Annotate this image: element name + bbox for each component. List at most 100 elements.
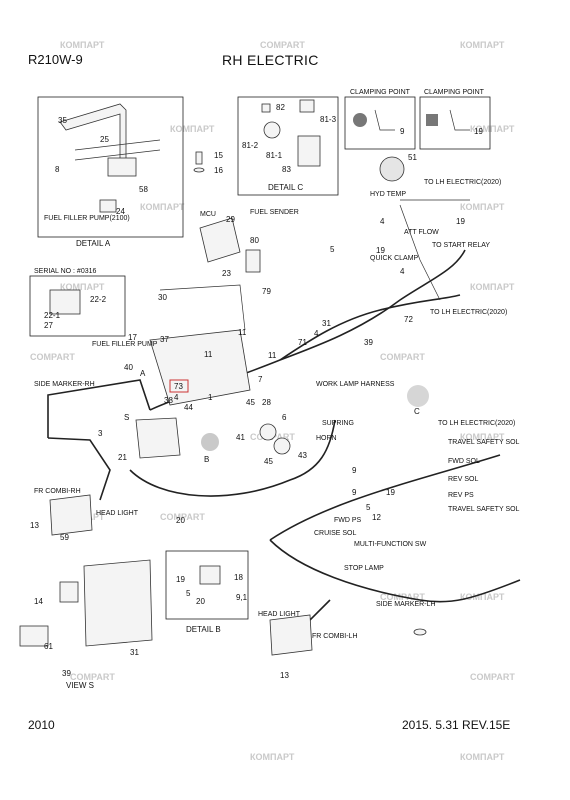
view-s: 14 31 39 61 VIEW S: [19, 559, 153, 690]
svg-text:12: 12: [372, 513, 381, 522]
svg-text:31: 31: [322, 319, 331, 328]
svg-text:13: 13: [30, 521, 39, 530]
svg-text:5: 5: [186, 589, 191, 598]
svg-text:81-2: 81-2: [242, 141, 259, 150]
multi-function-sw-label: MULTI-FUNCTION SW: [354, 541, 427, 548]
svg-text:SIDE MARKER-LH: SIDE MARKER-LH: [376, 601, 436, 608]
svg-text:18: 18: [234, 573, 243, 582]
watermark: COMPART: [380, 352, 425, 362]
svg-text:SIDE MARKER-RH: SIDE MARKER-RH: [34, 381, 95, 388]
svg-text:4: 4: [174, 393, 179, 402]
mcu: MCU 29 80 23 79: [199, 211, 271, 296]
svg-text:45: 45: [264, 457, 273, 466]
svg-text:21: 21: [118, 453, 127, 462]
svg-text:1: 1: [208, 393, 213, 402]
frame-block: 30 11 17 37 40 73 38 4 44 41 1 7 28 6 45…: [124, 284, 373, 460]
svg-text:20: 20: [196, 597, 205, 606]
svg-text:81-3: 81-3: [320, 115, 337, 124]
page-title: RH ELECTRIC: [222, 52, 319, 68]
serial-detail: SERIAL NO : #0316 22-2 22-1 27: [29, 268, 126, 337]
svg-text:ATT FLOW: ATT FLOW: [404, 229, 439, 236]
svg-text:TO LH ELECTRIC(2020): TO LH ELECTRIC(2020): [438, 420, 515, 427]
svg-text:HEAD LIGHT: HEAD LIGHT: [258, 611, 301, 618]
watermark: COMPART: [160, 512, 205, 522]
fuel-filler-pump-label: FUEL FILLER PUMP: [92, 341, 158, 348]
svg-text:59: 59: [60, 533, 69, 542]
watermark: COMPART: [30, 352, 75, 362]
svg-text:MCU: MCU: [200, 211, 216, 218]
svg-text:CLAMPING POINT: CLAMPING POINT: [350, 89, 411, 96]
svg-text:HORN: HORN: [316, 435, 337, 442]
svg-text:TO START RELAY: TO START RELAY: [432, 242, 490, 249]
svg-text:4: 4: [380, 217, 385, 226]
svg-text:19: 19: [376, 246, 385, 255]
svg-text:9: 9: [352, 466, 357, 475]
svg-text:51: 51: [408, 153, 417, 162]
watermark: COMPART: [70, 672, 115, 682]
svg-text:71: 71: [298, 338, 307, 347]
watermark: КОМПАРТ: [460, 592, 505, 602]
footer-revision: 2015. 5.31 REV.15E: [402, 718, 511, 732]
svg-text:FWD PS: FWD PS: [334, 517, 362, 524]
svg-text:61: 61: [44, 642, 53, 651]
svg-text:16: 16: [214, 166, 223, 175]
svg-text:11: 11: [268, 351, 277, 360]
quick-clamp-label: QUICK CLAMP: [370, 255, 419, 262]
svg-text:A: A: [140, 369, 146, 378]
svg-text:27: 27: [44, 321, 53, 330]
model-number: R210W-9: [28, 52, 83, 67]
svg-text:HYD TEMP: HYD TEMP: [370, 191, 406, 198]
svg-text:5: 5: [366, 503, 371, 512]
svg-text:TO LH ELECTRIC(2020): TO LH ELECTRIC(2020): [424, 179, 501, 186]
watermark: КОМПАРТ: [470, 282, 515, 292]
fr-combi-lh: HEAD LIGHT FR COMBI-LH 13: [258, 611, 358, 680]
svg-text:CRUISE SOL: CRUISE SOL: [314, 530, 357, 537]
svg-text:6: 6: [282, 413, 287, 422]
svg-text:20: 20: [176, 516, 185, 525]
svg-text:SERIAL NO : #0316: SERIAL NO : #0316: [34, 268, 96, 275]
svg-text:30: 30: [158, 293, 167, 302]
svg-text:58: 58: [139, 185, 148, 194]
svg-text:38: 38: [164, 396, 173, 405]
svg-text:5: 5: [330, 245, 335, 254]
detail-c-label: DETAIL C: [268, 183, 303, 192]
svg-text:28: 28: [262, 398, 271, 407]
svg-text:79: 79: [262, 287, 271, 296]
svg-text:B: B: [204, 455, 209, 464]
svg-text:15: 15: [214, 151, 223, 160]
svg-text:83: 83: [282, 165, 291, 174]
watermark: КОМПАРТ: [460, 432, 505, 442]
svg-text:29: 29: [226, 215, 235, 224]
svg-text:17: 17: [128, 333, 137, 342]
watermark: COMPART: [260, 40, 305, 50]
svg-text:45: 45: [246, 398, 255, 407]
svg-text:23: 23: [222, 269, 231, 278]
detail-b: 19 5 20 18 9,1 DETAIL B: [165, 550, 249, 634]
detail-a-label: DETAIL A: [76, 239, 111, 248]
svg-text:19: 19: [386, 488, 395, 497]
svg-text:S: S: [124, 413, 129, 422]
svg-text:8: 8: [55, 165, 60, 174]
detail-c: 82 81-3 81-2 81-1 83 DETAIL C: [237, 96, 339, 196]
watermark: КОМПАРТ: [60, 40, 105, 50]
svg-text:FR COMBI-RH: FR COMBI-RH: [34, 488, 81, 495]
watermark: КОМПАРТ: [170, 124, 215, 134]
watermark: КОМПАРТ: [460, 752, 505, 762]
svg-text:81-1: 81-1: [266, 151, 283, 160]
svg-text:35: 35: [58, 116, 67, 125]
svg-text:19: 19: [456, 217, 465, 226]
svg-text:3: 3: [98, 429, 103, 438]
watermark: COMPART: [470, 672, 515, 682]
svg-text:WORK LAMP HARNESS: WORK LAMP HARNESS: [316, 381, 395, 388]
watermark: КОМПАРТ: [60, 282, 105, 292]
clamping-point-left: CLAMPING POINT 9: [344, 89, 416, 150]
svg-text:REV PS: REV PS: [448, 492, 474, 499]
point-c-marker: [407, 385, 429, 407]
svg-text:HEAD LIGHT: HEAD LIGHT: [96, 510, 139, 517]
svg-text:9: 9: [400, 127, 405, 136]
svg-text:REV SOL: REV SOL: [448, 476, 478, 483]
watermark: КОМПАРТ: [250, 752, 295, 762]
svg-text:37: 37: [160, 335, 169, 344]
svg-text:9,1: 9,1: [236, 593, 248, 602]
